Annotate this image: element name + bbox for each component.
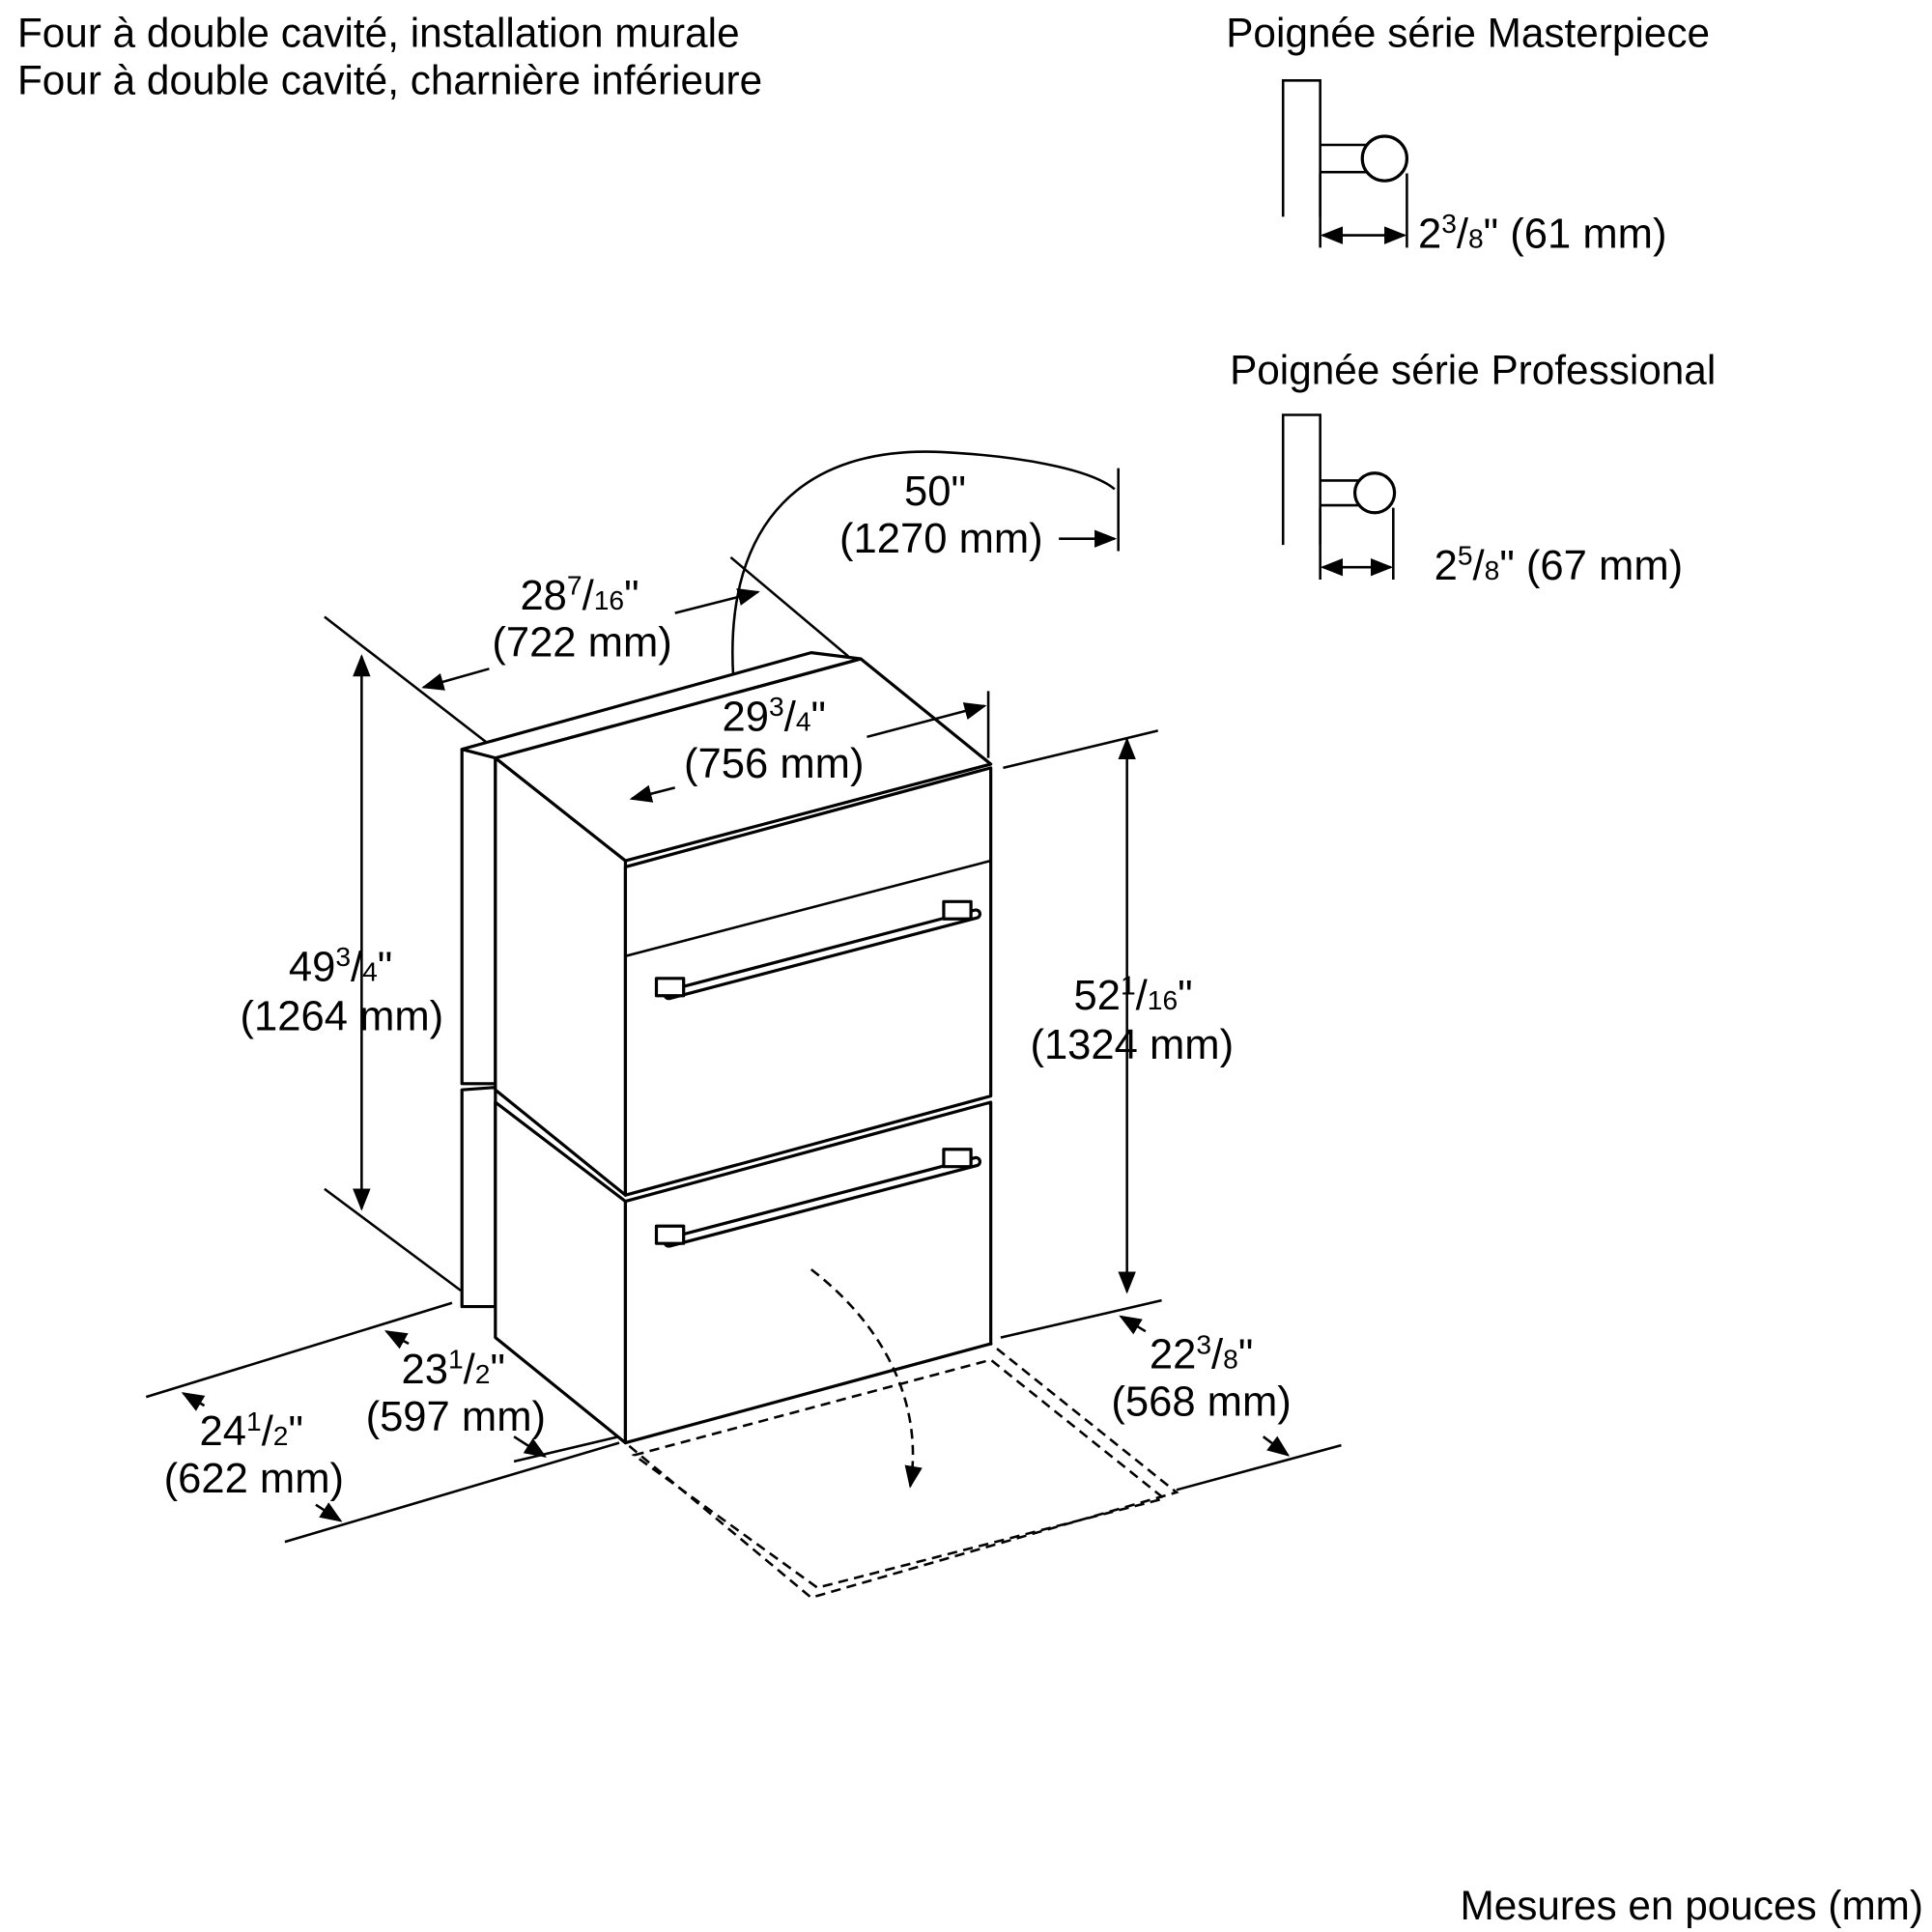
masterpiece-handle-detail: Poignée série Masterpiece 23/8" (61 mm) (1226, 11, 1710, 258)
width-mm: (756 mm) (684, 741, 864, 787)
professional-door-edge (1281, 413, 1321, 546)
height-left-inch: 493/4" (289, 941, 392, 990)
upper-trim (460, 741, 497, 1086)
height-left-mm: (1264 mm) (241, 994, 444, 1040)
masterpiece-handle-bar (1360, 134, 1409, 183)
masterpiece-dim-label: 23/8" (61 mm) (1418, 208, 1667, 257)
door-mm: (568 mm) (1111, 1378, 1291, 1425)
professional-handle-detail: Poignée série Professional 25/8" (67 mm) (1230, 347, 1716, 589)
masterpiece-handle-stem (1320, 143, 1368, 174)
depth-top-mm: (722 mm) (492, 619, 671, 666)
units-note: Mesures en pouces (mm) (1460, 1883, 1923, 1928)
lower-door-handle (654, 1148, 982, 1248)
professional-handle-label: Poignée série Professional (1230, 347, 1716, 392)
masterpiece-handle-label: Poignée série Masterpiece (1226, 11, 1710, 56)
masterpiece-door-edge (1281, 79, 1321, 217)
height-right-mm: (1324 mm) (1030, 1022, 1234, 1068)
width-inch: 293/4" (723, 691, 826, 740)
cord-length-inch: 50" (904, 469, 966, 515)
professional-handle-stem (1320, 479, 1360, 507)
upper-oven-front (623, 766, 993, 1197)
depth-b-mm: (622 mm) (164, 1456, 344, 1502)
title-line-2: Four à double cavité, charnière inférieu… (17, 57, 762, 102)
lower-trim (460, 1086, 497, 1309)
depth-a-inch: 231/2" (402, 1344, 505, 1393)
upper-door-handle (654, 899, 982, 1001)
professional-dim-label: 25/8" (67 mm) (1435, 540, 1684, 589)
title-line-1: Four à double cavité, installation mural… (17, 11, 740, 56)
professional-handle-bar (1352, 471, 1397, 515)
dimension-arrows (181, 529, 1291, 1522)
depth-top-inch: 287/16" (520, 569, 639, 618)
depth-b-inch: 241/2" (200, 1406, 303, 1455)
double-oven (460, 450, 1116, 1445)
depth-a-mm: (597 mm) (366, 1394, 546, 1440)
height-right-inch: 521/16" (1074, 969, 1193, 1018)
door-swing-outline (622, 1268, 1179, 1600)
power-cord (731, 450, 1116, 675)
door-inch: 223/8" (1150, 1328, 1253, 1378)
door-swing-arrow (810, 1268, 923, 1489)
control-panel-divider (625, 859, 991, 957)
cord-length-mm: (1270 mm) (839, 516, 1043, 562)
